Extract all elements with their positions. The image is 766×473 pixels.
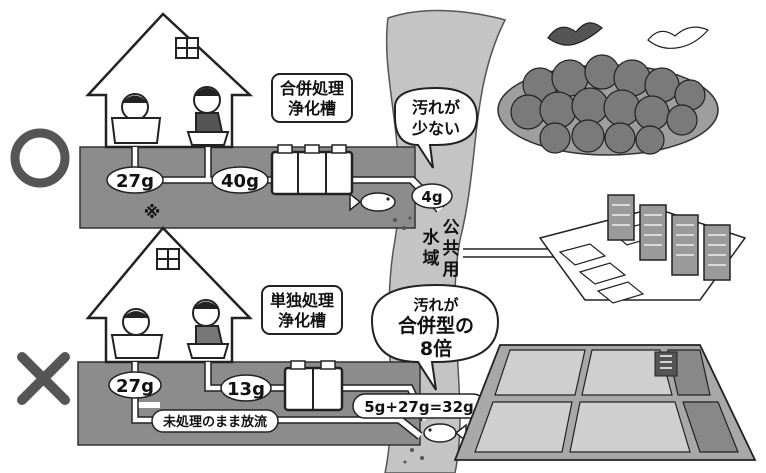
toilet-child-icon: [186, 86, 230, 146]
house-top: [85, 12, 254, 149]
bath-value-bottom: 27g: [108, 371, 162, 399]
svg-text:40g: 40g: [221, 171, 259, 192]
svg-text:水: 水: [423, 227, 441, 248]
window-icon: [156, 248, 180, 270]
bubble-top: 汚れが 少ない: [394, 86, 479, 169]
bathing-child-icon: [110, 308, 164, 359]
single-septic-tank: [283, 360, 344, 412]
paddy-fields-illustration: [453, 344, 757, 461]
outflow-value-top: 4g: [411, 183, 453, 209]
factory-icon: [654, 351, 678, 377]
bath-value-top: 27g: [106, 166, 164, 194]
toilet-value-top: 40g: [211, 166, 269, 194]
svg-text:未処理のまま放流: 未処理のまま放流: [162, 414, 267, 430]
svg-text:27g: 27g: [116, 171, 154, 192]
bird-icon: [547, 22, 603, 46]
house-bottom: [85, 226, 253, 364]
svg-text:公: 公: [443, 218, 460, 238]
tank-label-top-line2: 浄化槽: [288, 99, 336, 118]
bubble-top-line2: 少ない: [411, 119, 460, 138]
svg-text:27g: 27g: [116, 376, 154, 397]
total-equation: 5g+27g=32g: [352, 393, 486, 419]
bad-verdict-cross: ×: [17, 352, 70, 405]
water-droplets: [393, 216, 424, 464]
svg-text:13g: 13g: [227, 379, 265, 400]
canal-to-town: [463, 248, 555, 258]
bird-icon: [647, 26, 709, 49]
tank-label-top-line1: 合併処理: [280, 79, 344, 98]
bubble-bottom-line2: 合併型の: [398, 314, 474, 337]
bubble-bottom-line1: 汚れが: [413, 296, 459, 314]
tank-label-top: 合併処理 浄化槽: [271, 73, 353, 123]
bubble-top-line1: 汚れが: [412, 98, 460, 117]
window-icon: [175, 37, 199, 59]
svg-text:域: 域: [423, 248, 440, 269]
bubble-bottom: 汚れが 合併型の 8倍: [370, 283, 500, 391]
tank-label-bottom-line2: 浄化槽: [278, 311, 326, 330]
bubble-bottom-line3: 8倍: [420, 337, 452, 360]
tank-label-bottom-line1: 単独処理: [270, 291, 334, 310]
forest-illustration: [497, 22, 719, 156]
toilet-child-icon: [186, 299, 230, 359]
bathing-child-icon: [110, 93, 162, 144]
tank-label-bottom: 単独処理 浄化槽: [261, 285, 343, 335]
svg-text:4g: 4g: [421, 188, 442, 206]
svg-text:用: 用: [443, 260, 460, 280]
public-water-label: 公 水 共 域 用: [423, 218, 460, 280]
untreated-label: 未処理のまま放流: [151, 409, 279, 433]
note-mark: ※: [144, 203, 161, 223]
svg-text:共: 共: [443, 239, 460, 259]
fish-icon: [349, 192, 396, 212]
good-verdict-circle: ○: [10, 128, 70, 188]
svg-text:5g+27g=32g: 5g+27g=32g: [364, 398, 474, 416]
combined-septic-tank: [270, 144, 354, 196]
toilet-value-bottom: 13g: [220, 374, 272, 402]
town-illustration: [538, 194, 747, 304]
